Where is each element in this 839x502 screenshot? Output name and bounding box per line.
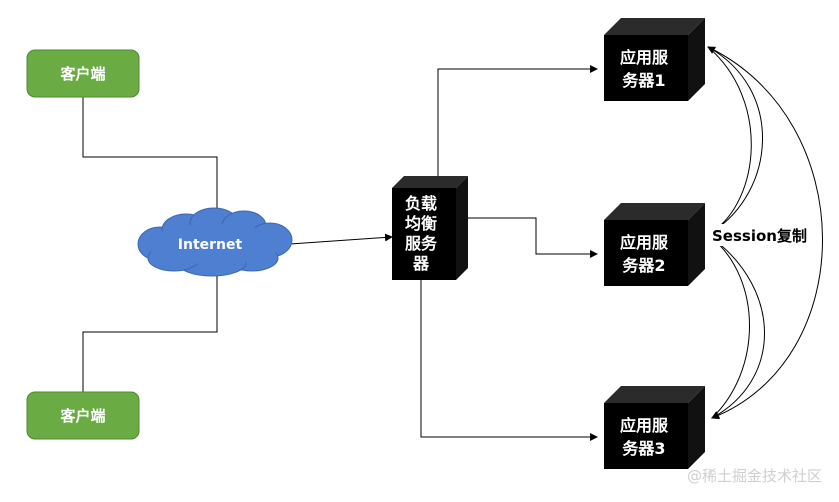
app-server-label-line: 务器2	[622, 256, 665, 275]
load-balancer-label-line: 负载	[405, 194, 437, 213]
connector-lb-to-server2	[468, 217, 598, 258]
cube-front	[604, 35, 688, 101]
cube-side	[688, 386, 705, 469]
session-replication-curves	[707, 46, 823, 420]
client-box	[26, 49, 140, 98]
cube-top	[604, 18, 705, 35]
load-balancer-label-line: 均衡	[405, 214, 437, 233]
cube-front	[604, 220, 688, 286]
app-server-label-line: 务器1	[622, 71, 665, 90]
session-replication-label: Session复制	[712, 227, 807, 245]
cube-top	[604, 203, 705, 220]
session-label-background	[710, 224, 810, 246]
cloud-fill-core	[146, 224, 282, 264]
cube-top	[604, 386, 705, 403]
connector-lb-to-server1	[437, 65, 598, 176]
internet-label: Internet	[178, 237, 243, 253]
watermark-label: @稀土掘金技术社区	[687, 467, 822, 485]
connector-client1-to-internet	[82, 97, 221, 221]
connector-internet-to-lb	[289, 233, 393, 245]
connector-client2-to-internet	[82, 267, 221, 392]
connector-lb-to-server3	[420, 280, 598, 441]
cube-top	[392, 176, 468, 188]
session-curve-1-2-a	[707, 46, 763, 233]
session-curve-1-3	[707, 46, 823, 420]
client-node-bottom: 客户端	[26, 391, 140, 440]
client-node-top: 客户端	[26, 49, 140, 98]
cube-front	[604, 403, 688, 469]
session-curve-1-2-b	[707, 46, 752, 233]
internet-cloud: Internet	[137, 207, 293, 277]
app-server-label-line: 应用服	[620, 416, 669, 435]
session-curve-2-3-b	[711, 237, 750, 419]
client-box	[26, 391, 140, 440]
app-server-label-line: 务器3	[622, 439, 665, 458]
client-label: 客户端	[59, 65, 105, 83]
connectors	[82, 65, 598, 441]
app-server-1: 应用服 务器1	[604, 18, 705, 101]
cube-side	[688, 18, 705, 101]
cube-front	[392, 188, 456, 280]
load-balancer-label-line: 器	[412, 254, 430, 273]
app-server-3: 应用服 务器3	[604, 386, 705, 469]
cube-side	[688, 203, 705, 286]
cube-side	[456, 176, 468, 280]
load-balancer-server: 负载 均衡 服务 器	[392, 176, 468, 280]
load-balancer-label-line: 服务	[405, 234, 438, 253]
client-label: 客户端	[59, 407, 105, 425]
app-server-2: 应用服 务器2	[604, 203, 705, 286]
session-curve-2-3-a	[711, 237, 765, 419]
app-server-label-line: 应用服	[620, 48, 669, 67]
app-server-label-line: 应用服	[620, 233, 669, 252]
